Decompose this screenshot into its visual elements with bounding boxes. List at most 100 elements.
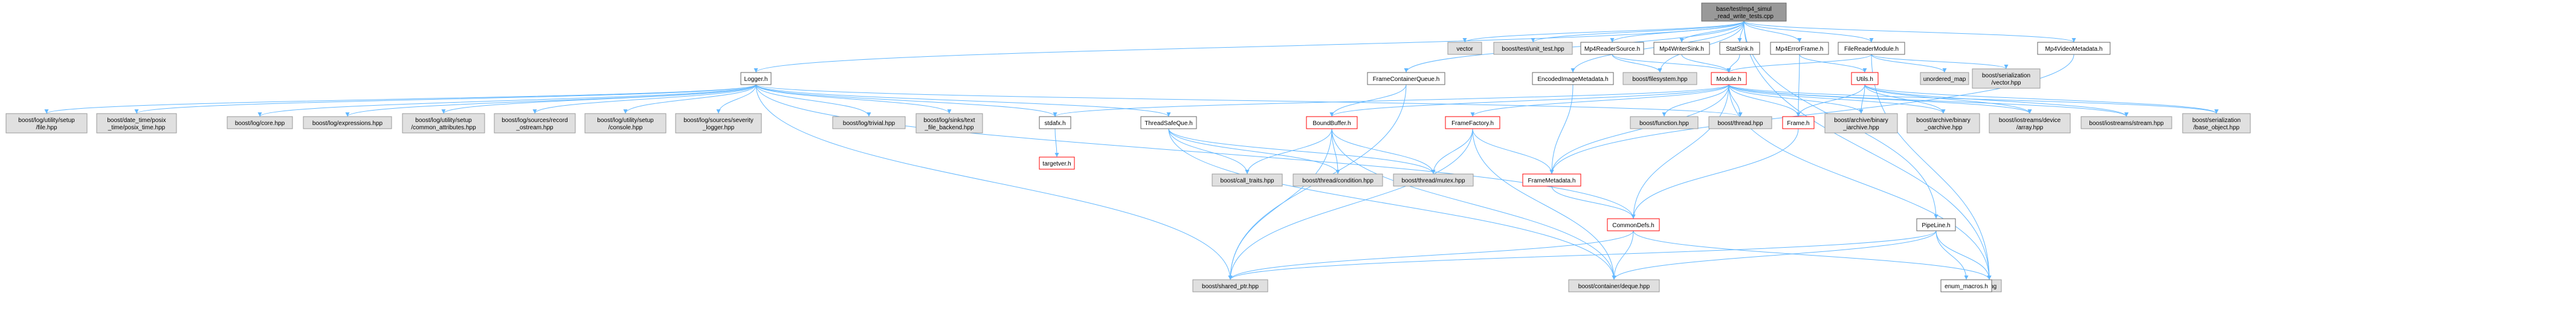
- node-sharedptr: boost/shared_ptr.hpp: [1192, 279, 1268, 292]
- dependency-edge: [1168, 128, 1250, 175]
- node-label: _oarchive.hpp: [1924, 124, 1963, 131]
- node-serializationvector: boost/serialization/vector.hpp: [1972, 68, 2041, 89]
- node-box: [1972, 68, 2041, 89]
- node-box: [303, 116, 392, 129]
- node-box: [1906, 113, 1980, 134]
- node-pipeline[interactable]: PipeLine.h: [1916, 218, 1956, 231]
- node-label: Frame.h: [1787, 120, 1809, 127]
- node-framecontainerqueue[interactable]: FrameContainerQueue.h: [1367, 72, 1445, 85]
- node-iostreamsstream: boost/iostreams/stream.hpp: [2080, 116, 2172, 129]
- dependency-edge: [1871, 54, 2009, 69]
- node-label: StatSink.h: [1726, 46, 1754, 53]
- node-box: [675, 113, 762, 134]
- node-box: [1851, 72, 1879, 85]
- node-label: boost/iostreams/stream.hpp: [2089, 120, 2164, 127]
- node-statsink[interactable]: StatSink.h: [1719, 42, 1760, 55]
- node-label: FrameFactory.h: [1451, 120, 1494, 127]
- node-posixtime: boost/date_time/posix_time/posix_time.hp…: [96, 113, 177, 134]
- node-box: [1701, 2, 1787, 22]
- node-box: [1293, 173, 1383, 187]
- node-label: boost/log/utility/setup: [18, 117, 75, 124]
- dependency-edge: [1329, 84, 1407, 117]
- node-logcore: boost/log/core.hpp: [227, 116, 293, 129]
- node-utils[interactable]: Utils.h: [1851, 72, 1879, 85]
- node-box: [1708, 116, 1772, 129]
- node-label: boost/date_time/posix: [107, 117, 166, 124]
- node-boundbuffer[interactable]: BoundBuffer.h: [1306, 116, 1358, 129]
- node-logger[interactable]: Logger.h: [740, 72, 772, 85]
- dependency-edge: [755, 84, 871, 117]
- node-encodedimagemetadata[interactable]: EncodedImageMetadata.h: [1532, 72, 1614, 85]
- node-label: boost/container/deque.hpp: [1578, 283, 1650, 290]
- node-frame[interactable]: Frame.h: [1782, 116, 1815, 129]
- dependency-edge: [1864, 84, 2032, 114]
- node-stdafx[interactable]: stdafx.h: [1039, 116, 1071, 129]
- node-label: /base_object.hpp: [2193, 124, 2240, 131]
- dependency-edge: [1245, 128, 1332, 175]
- dependency-edge: [755, 84, 1171, 117]
- dependency-edge: [1871, 54, 1992, 280]
- node-box: [1393, 173, 1474, 187]
- node-box: [96, 113, 177, 134]
- node-function: boost/function.hpp: [1630, 116, 1699, 129]
- node-label: boost/serialization: [2192, 117, 2241, 124]
- node-label: _logger.hpp: [702, 124, 735, 131]
- dependency-edge: [623, 84, 757, 114]
- node-mp4errorframe[interactable]: Mp4ErrorFrame.h: [1770, 42, 1829, 55]
- node-box: [1920, 72, 1969, 85]
- dependency-edge: [1728, 84, 1946, 114]
- dependency-edge: [1728, 84, 2129, 117]
- node-filereadermodule[interactable]: FileReaderModule.h: [1838, 42, 1905, 55]
- node-box: [1916, 218, 1956, 231]
- node-enummacros[interactable]: enum_macros.h: [1940, 279, 1992, 292]
- node-label: stdafx.h: [1044, 120, 1065, 127]
- dependency-edge: [1728, 84, 2032, 114]
- node-root[interactable]: base/test/mp4_simul_read_write_tests.cpp: [1701, 2, 1787, 22]
- node-label: boost/log/trivial.hpp: [843, 120, 896, 127]
- dependency-edge: [1531, 21, 1745, 43]
- node-logcommonattr: boost/log/utility/setup/common_attribute…: [402, 113, 485, 134]
- node-mp4writersink[interactable]: Mp4WriterSink.h: [1653, 42, 1710, 55]
- node-logfile: boost/log/utility/setup/file.hpp: [5, 113, 88, 134]
- node-box: [1940, 279, 1992, 292]
- dependency-edge: [1935, 230, 1992, 280]
- dependency-edge: [1331, 128, 1616, 280]
- node-label: boost/iostreams/device: [1999, 117, 2061, 124]
- dependency-edge: [1462, 21, 1745, 43]
- dependency-edge: [1168, 128, 1340, 175]
- node-box: [1039, 156, 1075, 170]
- node-module[interactable]: Module.h: [1711, 72, 1747, 85]
- node-threadsafeque[interactable]: ThreadSafeQue.h: [1140, 116, 1197, 129]
- dependency-edge: [1743, 21, 1992, 280]
- node-targetver[interactable]: targetver.h: [1039, 156, 1075, 170]
- node-label: boost/archive/binary: [1916, 117, 1971, 124]
- node-box: [1622, 72, 1697, 85]
- node-box: [1770, 42, 1829, 55]
- dependency-edge: [1728, 84, 1801, 117]
- node-box: [1212, 173, 1283, 187]
- node-label: Mp4ErrorFrame.h: [1776, 46, 1824, 53]
- node-box: [1140, 116, 1197, 129]
- dependency-edge: [1743, 21, 2076, 43]
- node-framemetadata[interactable]: FrameMetadata.h: [1522, 173, 1581, 187]
- dependency-edge: [1329, 84, 1729, 117]
- node-box: [1367, 72, 1445, 85]
- node-label: boost/function.hpp: [1639, 120, 1689, 127]
- dependency-edge: [754, 21, 1745, 73]
- node-label: boost/log/sinks/text: [923, 117, 975, 124]
- dependency-edge: [755, 84, 1743, 117]
- node-binaryoarchive: boost/archive/binary_oarchive.hpp: [1906, 113, 1980, 134]
- node-label: Utils.h: [1856, 76, 1873, 83]
- node-box: [2080, 116, 2172, 129]
- node-mp4videometadata[interactable]: Mp4VideoMetadata.h: [2037, 42, 2111, 55]
- node-commondefs[interactable]: CommonDefs.h: [1607, 218, 1660, 231]
- node-box: [227, 116, 293, 129]
- dependency-edge: [1228, 230, 1937, 280]
- node-logrecordostream: boost/log/sources/record_ostream.hpp: [494, 113, 576, 134]
- node-box: [1824, 113, 1898, 134]
- node-label: FileReaderModule.h: [1844, 46, 1899, 53]
- node-framefactory[interactable]: FrameFactory.h: [1445, 116, 1500, 129]
- node-box: [1711, 72, 1747, 85]
- node-mp4readersource[interactable]: Mp4ReaderSource.h: [1580, 42, 1644, 55]
